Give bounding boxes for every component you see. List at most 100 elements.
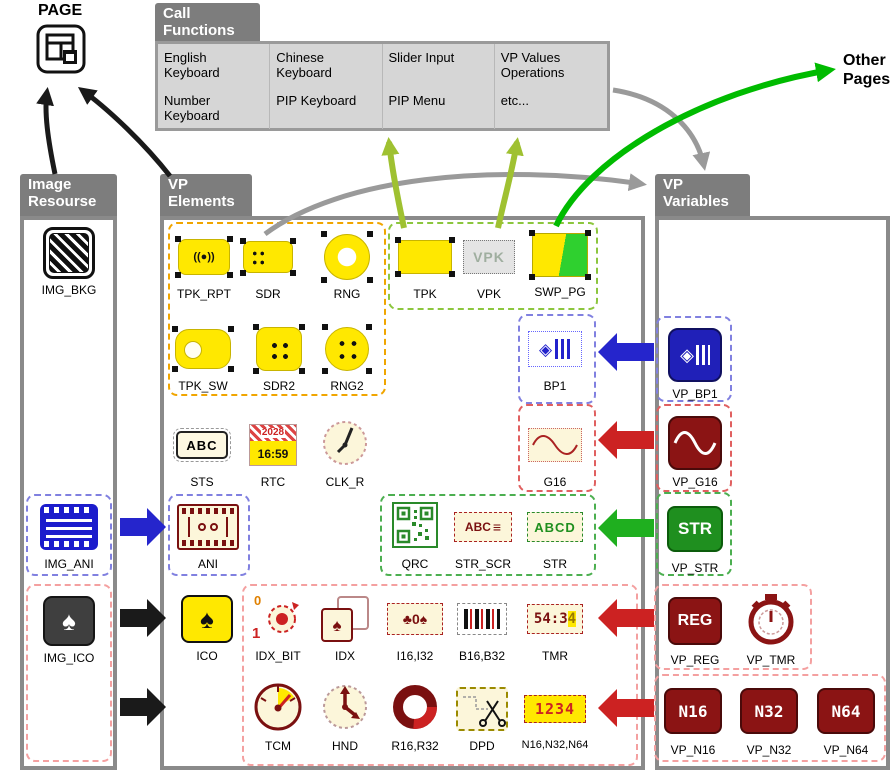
ico-icon: ♠ bbox=[181, 595, 233, 643]
sts-label: STS bbox=[190, 475, 214, 489]
ico-label: ICO bbox=[196, 649, 218, 663]
rng2-icon bbox=[322, 324, 372, 374]
vp-bp1-group-box bbox=[656, 316, 732, 402]
vp-g16-label: VP_G16 bbox=[672, 475, 718, 489]
str-scr-label: STR_SCR bbox=[454, 557, 511, 571]
sdr-label: SDR bbox=[255, 287, 281, 301]
call-function-item: English Keyboard bbox=[158, 44, 271, 87]
img-ico-label: IMG_ICO bbox=[43, 651, 95, 665]
clk-r-icon bbox=[321, 419, 369, 472]
vp-variables-title: VP Variables bbox=[655, 174, 750, 216]
sdr2-icon bbox=[253, 324, 305, 374]
dpd-label: DPD bbox=[469, 739, 495, 753]
img-ani-icon bbox=[40, 504, 98, 550]
scroll-lines-glyph: ≡ bbox=[492, 519, 502, 535]
g16-icon bbox=[528, 428, 582, 462]
vp-elements-title: VP Elements bbox=[160, 174, 252, 216]
img-bkg-label: IMG_BKG bbox=[41, 283, 97, 297]
call-function-item: VP Values Operations bbox=[500, 50, 565, 81]
rtc-icon: 2028 16:59 bbox=[249, 424, 297, 466]
i16-i32-icon: ♣0♠ bbox=[387, 603, 443, 635]
bp1-group-box bbox=[518, 314, 596, 404]
g16-group-box bbox=[518, 404, 596, 492]
vpk-label: VPK bbox=[476, 287, 501, 301]
idx-bit-label: IDX_BIT bbox=[255, 649, 301, 663]
hnd-label: HND bbox=[332, 739, 358, 753]
vp-n16-label: VP_N16 bbox=[670, 743, 716, 757]
img-ico-group-box bbox=[26, 584, 112, 762]
img-ani-label: IMG_ANI bbox=[44, 557, 94, 571]
swp-pg-label: SWP_PG bbox=[534, 285, 586, 299]
vp-tmr-icon bbox=[744, 592, 798, 651]
vp-str-group-box bbox=[656, 492, 732, 576]
idx-bit-icon: 0 1 bbox=[252, 593, 304, 642]
tpk-sw-label: TPK_SW bbox=[178, 379, 228, 393]
sdr-icon bbox=[240, 238, 296, 276]
vp-n64-label: VP_N64 bbox=[823, 743, 869, 757]
str-label: STR bbox=[543, 557, 567, 571]
tmr-label: TMR bbox=[542, 649, 568, 663]
bp1-icon: ◈ bbox=[528, 331, 582, 367]
r16-r32-label: R16,R32 bbox=[391, 739, 439, 753]
img-ani-group-box bbox=[26, 494, 112, 576]
vp-n-group-box bbox=[654, 674, 886, 762]
hnd-icon bbox=[321, 683, 369, 736]
vp-g16-icon bbox=[668, 416, 722, 470]
vpk-icon: VPK bbox=[463, 240, 515, 274]
swp-pg-icon bbox=[529, 230, 591, 280]
image-resource-panel bbox=[20, 216, 117, 770]
b16-b32-icon bbox=[457, 603, 507, 635]
vp-n64-icon: N64 bbox=[817, 688, 875, 734]
n16-n32-n64-label: N16,N32,N64 bbox=[521, 739, 589, 751]
tpk-rpt-icon: ((●)) bbox=[175, 236, 233, 278]
call-function-item: PIP Menu bbox=[383, 86, 495, 130]
b16-b32-label: B16,B32 bbox=[458, 649, 506, 663]
rtc-label: RTC bbox=[260, 475, 286, 489]
call-function-item: Number Keyboard bbox=[158, 86, 271, 130]
idx-icon: ♠ bbox=[321, 596, 369, 642]
page-label: PAGE bbox=[38, 2, 83, 19]
ani-icon bbox=[177, 504, 239, 550]
other-pages-label: Other Pages bbox=[843, 52, 891, 88]
vp-reg-label: VP_REG bbox=[670, 653, 720, 667]
str-scr-icon: ABC ≡ bbox=[454, 512, 512, 542]
vp-g16-group-box bbox=[656, 404, 732, 492]
tpk-icon bbox=[395, 237, 455, 277]
vp-n16-icon: N16 bbox=[664, 688, 722, 734]
tpk-label: TPK bbox=[413, 287, 437, 301]
vp-reg-tmr-group-box bbox=[654, 584, 812, 670]
rng-label: RNG bbox=[333, 287, 361, 301]
call-functions-box: English Keyboard Chinese Keyboard Slider… bbox=[155, 41, 610, 131]
str-icon: ABCD bbox=[527, 512, 583, 542]
call-functions-title: Call Functions bbox=[155, 3, 260, 41]
ani-label: ANI bbox=[197, 557, 218, 571]
vp-n32-icon: N32 bbox=[740, 688, 798, 734]
rng2-label: RNG2 bbox=[330, 379, 364, 393]
r16-r32-icon bbox=[392, 684, 438, 735]
rng-icon bbox=[321, 231, 373, 283]
tcm-label: TCM bbox=[265, 739, 291, 753]
tmr-icon: 54:3 4 bbox=[527, 604, 583, 634]
call-function-item: etc... bbox=[500, 92, 529, 108]
numeric-group-box bbox=[242, 584, 638, 766]
vp-bp1-label: VP_BP1 bbox=[672, 387, 718, 401]
tcm-icon bbox=[253, 682, 303, 737]
sts-icon: ABC bbox=[173, 428, 231, 462]
call-function-item: Chinese Keyboard bbox=[270, 44, 383, 87]
qrc-label: QRC bbox=[401, 557, 429, 571]
idx-label: IDX bbox=[334, 649, 355, 663]
n16-n32-n64-icon: 1234 bbox=[524, 695, 586, 723]
image-resource-title: Image Resourse bbox=[20, 174, 117, 216]
g16-label: G16 bbox=[543, 475, 567, 489]
call-function-item: PIP Keyboard bbox=[270, 86, 383, 130]
call-function-item: Slider Input bbox=[383, 44, 495, 87]
arrow-image-to-page bbox=[36, 87, 58, 175]
sdr2-label: SDR2 bbox=[262, 379, 295, 393]
vp-bp1-icon: ◈ bbox=[668, 328, 722, 382]
string-group-box bbox=[380, 494, 596, 576]
vp-n32-label: VP_N32 bbox=[746, 743, 792, 757]
img-bkg-icon bbox=[43, 227, 95, 279]
img-ico-icon: ♠ bbox=[43, 596, 95, 646]
vp-reg-icon: REG bbox=[668, 597, 722, 645]
